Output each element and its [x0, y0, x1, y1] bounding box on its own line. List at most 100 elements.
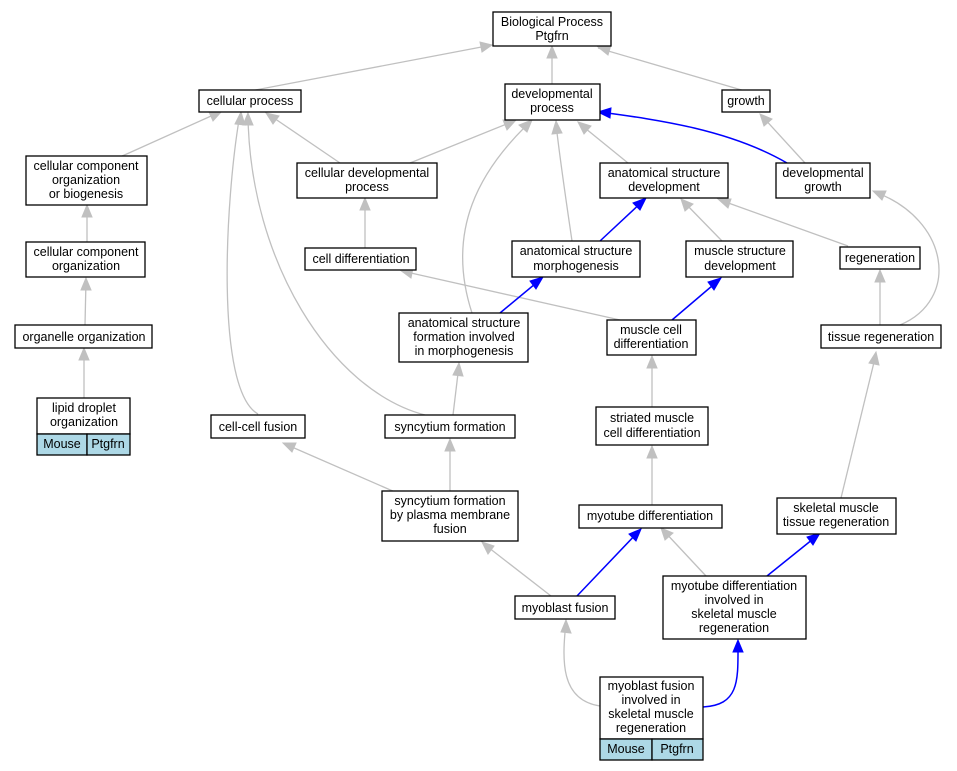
node-anatomical-structure-development[interactable]: anatomical structure development	[599, 162, 729, 199]
edge-cdp-to-devprocess	[409, 120, 515, 164]
node-cellular-component-org-or-biogenesis[interactable]: cellular component organization or bioge…	[25, 155, 148, 206]
node-growth[interactable]: growth	[721, 89, 771, 113]
edge-devgrowth-to-devprocess	[599, 111, 788, 164]
node-label: or biogenesis	[49, 187, 123, 201]
arrowhead-icon	[242, 111, 254, 126]
node-developmental-growth[interactable]: developmental growth	[775, 162, 871, 199]
arrowhead-icon	[596, 107, 612, 119]
node-label: organization	[50, 415, 118, 429]
node-myotube-differentiation[interactable]: myotube differentiation	[578, 504, 723, 529]
edges-is-a	[78, 41, 940, 707]
node-cell-cell-fusion[interactable]: cell-cell fusion	[210, 414, 306, 439]
arrowhead-icon	[646, 444, 658, 459]
node-lipid-droplet-organization[interactable]: lipid droplet organization Mouse Ptgfrn	[36, 397, 131, 456]
arrowhead-icon	[518, 119, 533, 133]
node-label: muscle cell	[620, 323, 682, 337]
arrowhead-icon	[479, 41, 494, 53]
node-label: developmental	[511, 87, 592, 101]
node-organelle-organization[interactable]: organelle organization	[14, 324, 153, 349]
node-label: Ptgfrn	[535, 29, 568, 43]
node-myoblast-fusion-involved-in-skeletal-muscle-regeneration[interactable]: myoblast fusion involved in skeletal mus…	[599, 676, 704, 761]
node-regeneration[interactable]: regeneration	[839, 246, 921, 270]
node-tissue-regeneration[interactable]: tissue regeneration	[820, 324, 942, 349]
arrowhead-icon	[874, 268, 886, 283]
node-label: involved in	[704, 593, 763, 607]
arrowhead-icon	[759, 113, 773, 127]
node-label: formation involved	[413, 330, 514, 344]
node-cell-differentiation[interactable]: cell differentiation	[304, 247, 417, 271]
edge-ccob-to-cellular-process	[119, 111, 221, 158]
node-label: lipid droplet	[52, 401, 116, 415]
node-label: skeletal muscle	[691, 607, 776, 621]
node-label: growth	[727, 94, 765, 108]
arrowhead-icon	[632, 197, 648, 211]
arrowhead-icon	[281, 442, 297, 453]
node-label: skeletal muscle	[608, 707, 693, 721]
node-label: anatomical structure	[608, 166, 721, 180]
node-label: growth	[804, 180, 842, 194]
node-label: Biological Process	[501, 15, 603, 29]
node-syncytium-formation[interactable]: syncytium formation	[384, 414, 516, 439]
arrowhead-icon	[546, 44, 558, 59]
node-label: in morphogenesis	[415, 344, 514, 358]
node-cellular-developmental-process[interactable]: cellular developmental process	[296, 162, 438, 199]
node-label: myotube differentiation	[671, 579, 797, 593]
arrowhead-icon	[680, 198, 694, 212]
node-label: cell-cell fusion	[219, 420, 298, 434]
node-cellular-process[interactable]: cellular process	[198, 89, 302, 113]
edge-tissueregen-to-devgrowth	[874, 191, 940, 326]
annotation-tag-gene	[651, 738, 704, 761]
arrowhead-icon	[444, 437, 456, 452]
arrowhead-icon	[707, 277, 723, 291]
node-myotube-diff-involved-in-skeletal-muscle-regeneration[interactable]: myotube differentiation involved in skel…	[662, 575, 807, 640]
node-label: development	[704, 259, 776, 273]
arrowhead-icon	[81, 203, 93, 218]
node-biological-process[interactable]: Biological Process Ptgfrn	[492, 11, 612, 47]
node-label: myoblast fusion	[608, 679, 695, 693]
arrowhead-icon	[264, 112, 280, 125]
arrowhead-icon	[502, 119, 518, 131]
node-muscle-structure-development[interactable]: muscle structure development	[685, 240, 794, 278]
node-label: skeletal muscle	[793, 501, 878, 515]
arrowhead-icon	[716, 198, 732, 209]
edge-mfisr-to-mdisr	[702, 641, 739, 708]
nodes: Biological Process Ptgfrn cellular proce…	[14, 11, 942, 761]
node-label: anatomical structure	[408, 316, 521, 330]
node-label: involved in	[621, 693, 680, 707]
arrowhead-icon	[806, 532, 822, 546]
node-label: regeneration	[616, 721, 686, 735]
arrowhead-icon	[628, 528, 642, 542]
arrowhead-icon	[560, 618, 572, 634]
edge-syncytium-to-cellular-process	[247, 115, 426, 416]
edge-ccf-to-cellular-process	[226, 113, 259, 415]
node-anatomical-structure-formation[interactable]: anatomical structure formation involved …	[398, 312, 529, 363]
edge-asd-to-devprocess	[579, 123, 629, 164]
node-label: syncytium formation	[394, 420, 505, 434]
node-myoblast-fusion[interactable]: myoblast fusion	[514, 595, 616, 620]
node-cellular-component-organization[interactable]: cellular component organization	[25, 241, 146, 278]
node-striated-muscle-cell-differentiation[interactable]: striated muscle cell differentiation	[595, 406, 709, 446]
node-label: myotube differentiation	[587, 509, 713, 523]
node-developmental-process[interactable]: developmental process	[504, 83, 601, 121]
node-label: organelle organization	[22, 330, 145, 344]
arrowhead-icon	[732, 638, 744, 653]
node-label: muscle structure	[694, 244, 786, 258]
annotation-tag-gene	[86, 433, 131, 456]
edge-myoblast-to-sfpm	[483, 543, 552, 597]
node-skeletal-muscle-tissue-regeneration[interactable]: skeletal muscle tissue regeneration	[776, 497, 897, 535]
edge-cdp-to-cellular-process	[267, 113, 341, 164]
edge-smtr-to-tissueregen	[840, 353, 877, 499]
node-label: anatomical structure	[520, 244, 633, 258]
arrowhead-icon	[551, 119, 563, 135]
arrowhead-icon	[529, 276, 545, 290]
node-muscle-cell-differentiation[interactable]: muscle cell differentiation	[606, 319, 697, 356]
arrowhead-icon	[359, 196, 371, 211]
arrowhead-icon	[660, 527, 674, 541]
node-label: cell differentiation	[312, 252, 409, 266]
arrowhead-icon	[78, 346, 90, 361]
node-label: process	[530, 101, 574, 115]
node-label: process	[345, 180, 389, 194]
node-syncytium-formation-by-plasma-membrane-fusion[interactable]: syncytium formation by plasma membrane f…	[381, 490, 519, 542]
node-anatomical-structure-morphogenesis[interactable]: anatomical structure morphogenesis	[511, 240, 641, 278]
edge-asm-to-devprocess	[555, 123, 573, 242]
